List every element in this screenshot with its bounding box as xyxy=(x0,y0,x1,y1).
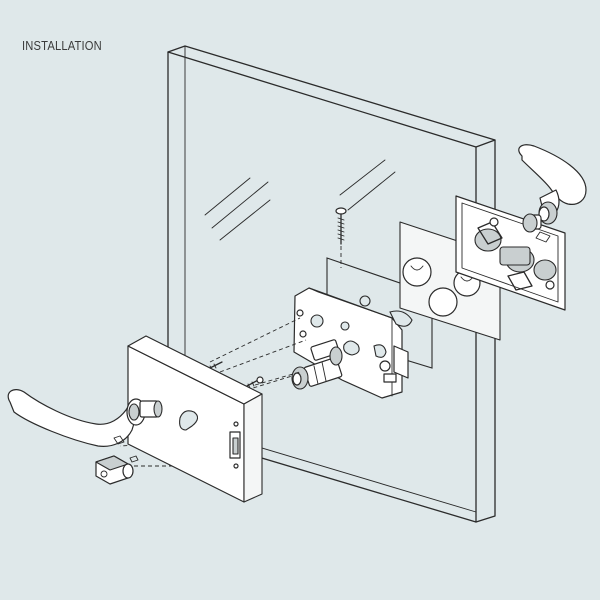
page-title: INSTALLATION xyxy=(22,38,102,53)
screw-icon xyxy=(335,207,347,268)
lock-housing-icon xyxy=(127,335,263,503)
lever-handle-left-icon xyxy=(7,389,163,447)
lock-mechanism-icon xyxy=(293,287,413,399)
lock-cylinder-icon xyxy=(291,339,343,390)
lever-handle-right-icon xyxy=(518,144,587,243)
thumb-turn-icon xyxy=(95,455,139,485)
